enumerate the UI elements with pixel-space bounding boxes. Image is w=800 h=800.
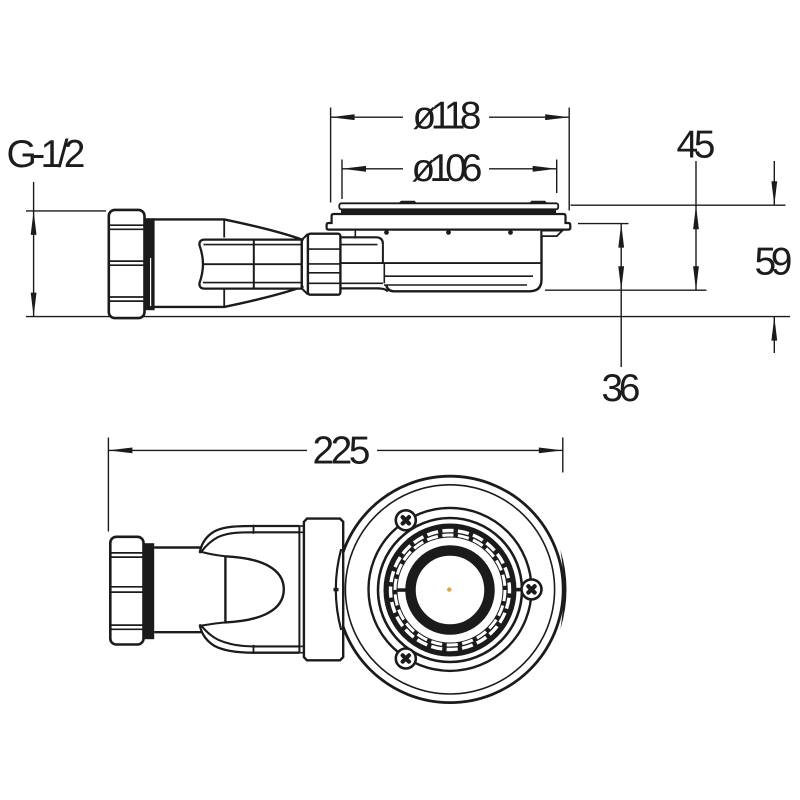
- svg-text:G-1/2: G-1/2: [7, 133, 86, 176]
- svg-text:59: 59: [755, 240, 793, 283]
- svg-text:45: 45: [677, 124, 716, 167]
- svg-text:ø106: ø106: [412, 147, 483, 190]
- svg-text:36: 36: [602, 367, 641, 410]
- svg-text:225: 225: [313, 430, 371, 473]
- svg-text:ø118: ø118: [413, 95, 482, 138]
